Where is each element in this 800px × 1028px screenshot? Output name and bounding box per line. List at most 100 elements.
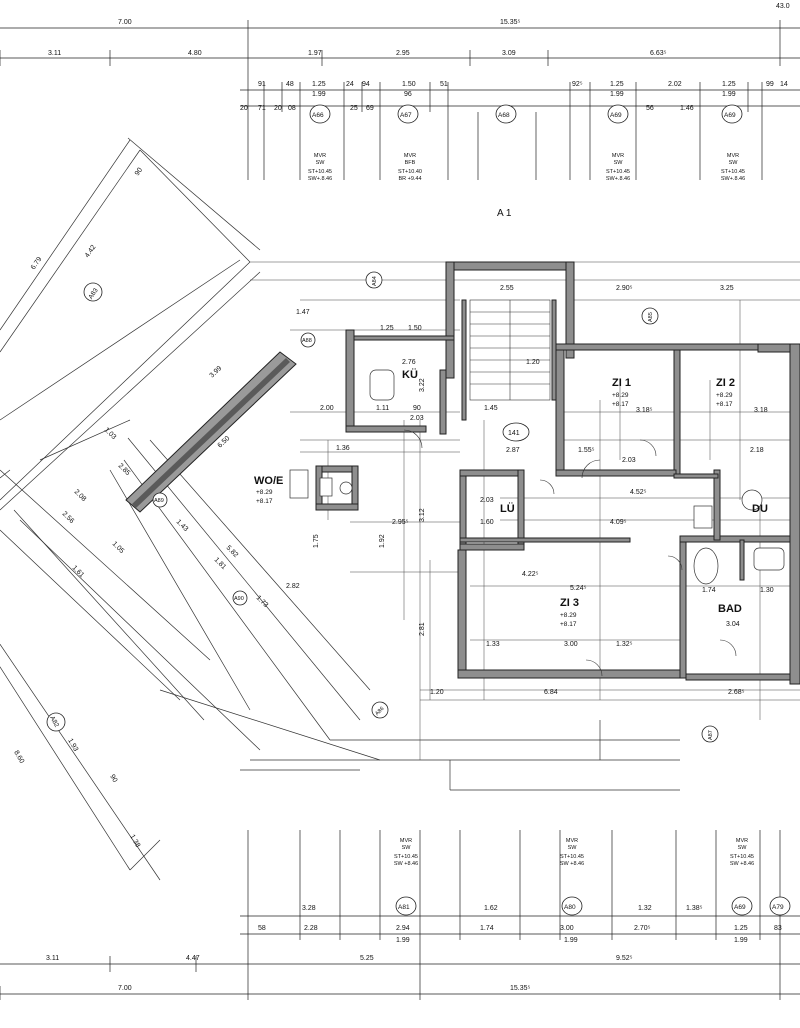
room-level: +8.29 [560,612,577,619]
top-detail-dim: 91 [258,81,266,88]
interior-dim: 2.03 [622,457,636,464]
axis-label: A68 [498,112,510,119]
bottom-dim: 1.74 [480,925,494,932]
top-detail-dim: 1.25 [722,81,736,88]
section-label: A 1 [497,208,512,219]
bottom-dim: 1.32 [638,905,652,912]
interior-dim: 2.55 [500,285,514,292]
top-axis-notes: MVR SW ST+10.45 SW+.8.46 MVR BFB ST+10.4… [308,153,745,182]
interior-dim: 1.20 [526,359,540,366]
side-axis-markers [152,271,719,743]
top-detail-dim: 24 [346,81,354,88]
interior-dim: 3.18 [754,407,768,414]
axis-note: MVR [612,153,624,159]
axis-label: A89 [154,498,164,504]
thin-grid-lines [250,261,800,760]
room-level: +8.17 [612,401,629,408]
interior-dim: 1.50 [408,325,422,332]
bottom-segment-dim: 3.11 [46,955,59,962]
top-detail-dim: 48 [286,81,294,88]
axis-note: ST+10.45 [560,854,584,860]
top-segment-dim: 3.09 [502,50,516,57]
axis-note: SW [738,845,748,851]
bottom-dim: 2.94 [396,925,410,932]
axis-label: A80 [564,904,576,911]
bottom-dimension-labels: 3.28 1.62 1.32 1.38⁵ 58 2.28 2.94 1.74 3… [46,905,782,992]
axis-note: MVR [314,153,326,159]
axis-note: SW [402,845,412,851]
interior-dim: 1.33 [486,641,500,648]
interior-dim: 2.90⁵ [616,285,633,292]
bottom-overall-dim: 15.35⁵ [510,985,531,992]
top-detail-dim: 51 [440,81,448,88]
room-label-bath: BAD [718,603,742,615]
interior-dim: 1.60 [480,519,494,526]
top-detail-dim: 96 [404,91,412,98]
axis-note: ST+10.40 [398,169,422,175]
wing-dim: 90 [108,774,118,784]
interior-dim: 2.87 [506,447,520,454]
top-detail-dim: 1.25 [610,81,624,88]
axis-label: A79 [772,904,784,911]
diagonal-wall-inner [132,358,290,508]
top-detail-dim: 69 [366,105,374,112]
stair [469,299,551,401]
top-segment-dim: 3.11 [48,50,61,57]
interior-dim: 2.82 [286,583,300,590]
interior-dim: 2.76 [402,359,416,366]
axis-note: ST+10.45 [308,169,332,175]
interior-dim: 1.30 [760,587,774,594]
top-segment-dim: 6.63⁵ [650,50,667,57]
top-detail-dim: 08 [288,105,296,112]
axis-note: SW+.8.46 [308,176,332,182]
bottom-dim: 1.62 [484,905,498,912]
axis-note: BR +9.44 [398,176,421,182]
room-label-living: WO/E [254,475,283,487]
unit-number-bubble [502,422,530,442]
bottom-overall-dim: 7.00 [118,985,132,992]
axis-note: SW+.8.46 [721,176,745,182]
room-label-room2: ZI 2 [716,377,735,389]
top-detail-dim: 71 [258,105,266,112]
room-level: +8.29 [256,489,273,496]
interior-dims: 2.76 3.22 2.00 1.11 90 2.03 1.36 2.95⁵ 3… [286,285,774,696]
bottom-segment-dim: 5.25 [360,955,374,962]
interior-dim: 1.45 [484,405,498,412]
axis-label: A81 [398,904,410,911]
room-label-utility: LÜ [500,502,515,515]
axis-note: MVR [736,838,748,844]
top-detail-dim: 14 [780,81,788,88]
bottom-axis-markers [395,896,791,916]
top-detail-dim: 1.25 [312,81,326,88]
interior-dim: 3.00 [564,641,578,648]
axis-note: ST+10.45 [721,169,745,175]
axis-note: MVR [727,153,739,159]
axis-note: SW +8.46 [730,861,754,867]
bottom-dim: 1.99 [564,937,578,944]
interior-dim: 3.04 [726,621,740,628]
top-detail-dim: 92⁵ [572,81,583,88]
wing-dim: 90 [134,167,144,177]
top-detail-dim: 1.99 [610,91,624,98]
interior-dim: 1.92 [379,534,386,548]
axis-note: SW+.8.46 [606,176,630,182]
interior-dim: 1.36 [336,445,350,452]
left-axis-markers [46,282,103,732]
interior-dim: 1.47 [296,309,310,316]
bottom-segment-dim: 9.52⁵ [616,955,633,962]
interior-dim: 1.20 [430,689,444,696]
rotated-wing-lines [0,137,680,881]
top-segment-dim: 2.95 [396,50,410,57]
top-dimension-labels: 7.00 15.35⁵ 43.0 3.11 4.80 1.97 2.95 3.0… [48,3,790,112]
door-swings [403,429,737,677]
top-axis-labels: A66 A67 A68 A69 A69 [312,112,736,119]
axis-label: A69 [734,904,746,911]
room-level: +8.17 [256,498,273,505]
top-detail-dim: 99 [766,81,774,88]
axis-note: MVR [566,838,578,844]
axis-label: A86 [374,706,385,717]
axis-note: ST+10.45 [606,169,630,175]
interior-dim: 1.55⁵ [578,447,595,454]
bottom-axis-labels: A81 A80 A69 A79 [398,904,784,911]
